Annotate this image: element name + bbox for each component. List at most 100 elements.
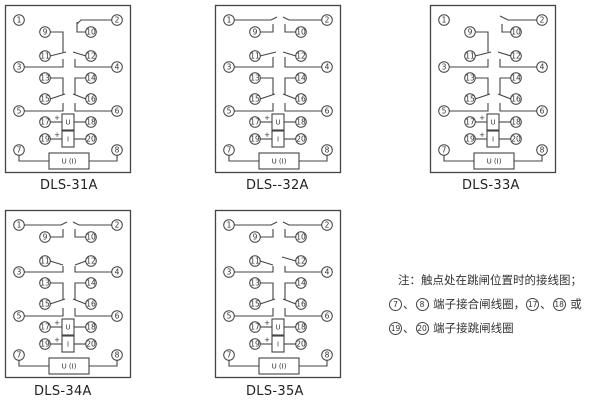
terminal-9: 9	[39, 231, 51, 243]
terminal-label: 12	[86, 257, 96, 266]
terminal-label: 6	[540, 107, 545, 116]
terminal-15: 15	[39, 298, 51, 310]
terminal-label: 10	[86, 233, 96, 242]
plus-sign: +	[264, 131, 270, 139]
terminal-label: 5	[442, 107, 447, 116]
wire-8	[89, 155, 118, 162]
terminal-label: 11	[250, 257, 260, 266]
wire-8	[514, 155, 543, 162]
contact-10-wire	[501, 24, 511, 33]
terminal-12: 12	[85, 255, 97, 267]
plus-sign: +	[479, 131, 485, 139]
terminal-label: 2	[325, 221, 330, 230]
terminal-label: 15	[40, 95, 50, 104]
terminal-16: 16	[85, 93, 97, 105]
terminal-label: 7	[442, 146, 447, 155]
terminal-9: 9	[464, 26, 476, 38]
terminal-label: 18	[86, 323, 96, 332]
terminal-11: 11	[464, 50, 476, 62]
terminal-label: 14	[296, 74, 306, 83]
terminal-label: 4	[540, 63, 545, 72]
terminal-label: 4	[325, 63, 330, 72]
contact-16	[282, 93, 297, 100]
terminal-10: 10	[295, 231, 307, 243]
wire-4	[284, 266, 322, 273]
wire-5	[449, 103, 489, 112]
terminal-label: 20	[296, 340, 306, 349]
wiring-note: 注：触点处在跳闸位置时的接线图； 7、8 端子接合闸线圈，17、18 或 19、…	[388, 268, 600, 340]
hold-coil-label: U (I)	[62, 363, 77, 371]
terminal-19: 19	[464, 133, 476, 145]
terminal-7: 7	[13, 349, 25, 361]
terminal-4: 4	[536, 61, 548, 73]
wire-3	[234, 57, 274, 68]
terminal-9: 9	[249, 231, 261, 243]
terminal-label: 16	[511, 95, 521, 104]
contact-16	[497, 93, 512, 100]
terminal-label: 9	[43, 28, 48, 37]
wire-7	[443, 155, 474, 162]
terminal-circle	[438, 14, 450, 26]
terminal-label: 16	[86, 95, 96, 104]
terminal-12: 12	[295, 50, 307, 62]
terminal-6: 6	[536, 105, 548, 117]
hold-coil-box	[473, 152, 515, 170]
terminal-19: 19	[39, 338, 51, 350]
terminal-15: 15	[464, 93, 476, 105]
terminal-label: 18	[296, 323, 306, 332]
terminal-4: 4	[321, 61, 333, 73]
contact-16	[72, 298, 87, 305]
voltage-coil-box	[61, 318, 75, 336]
terminal-label: 16	[296, 95, 306, 104]
voltage-coil-box	[271, 113, 285, 131]
contact-2	[282, 221, 322, 226]
terminal-label: 20	[86, 340, 96, 349]
terminal-label: 3	[227, 63, 232, 72]
current-coil-label: I	[67, 136, 69, 144]
terminal-11: 11	[249, 50, 261, 62]
terminal-10: 10	[295, 26, 307, 38]
terminal-5: 5	[438, 105, 450, 117]
terminal-label: 19	[250, 340, 260, 349]
voltage-coil-label: U	[65, 119, 70, 127]
terminal-1: 1	[223, 219, 235, 231]
contact-15	[49, 93, 66, 100]
plus-sign: +	[54, 319, 60, 327]
terminal-label: 16	[86, 300, 96, 309]
voltage-coil-label: U	[275, 324, 280, 332]
terminal-label: 6	[115, 312, 120, 321]
terminal-label: 14	[86, 279, 96, 288]
terminal-label: 9	[253, 233, 258, 242]
hold-coil-box	[258, 357, 300, 375]
wire-10	[74, 229, 86, 238]
terminal-17: 17	[464, 116, 476, 128]
terminal-19-symbol: 19	[389, 322, 402, 335]
contact-16	[72, 93, 87, 100]
wire-9	[50, 229, 64, 238]
terminal-label: 14	[296, 279, 306, 288]
terminal-3: 3	[223, 266, 235, 278]
terminal-16: 16	[510, 93, 522, 105]
contact-11	[259, 51, 277, 57]
terminal-label: 12	[86, 52, 96, 61]
contact-12	[74, 260, 87, 266]
wire-10	[284, 229, 296, 238]
caption-dls-34a: DLS-34A	[34, 384, 92, 399]
terminal-label: 2	[115, 16, 120, 25]
terminal-label: 15	[250, 300, 260, 309]
terminal-15: 15	[249, 298, 261, 310]
terminal-2: 2	[321, 219, 333, 231]
note-text-2: 端子接合闸线圈，	[429, 297, 526, 311]
contact-10-wire	[76, 22, 86, 33]
contact-16	[282, 298, 297, 305]
current-coil-box	[271, 130, 285, 148]
wire-3	[24, 59, 64, 68]
hold-coil-label: U (I)	[272, 158, 287, 166]
terminal-label: 4	[115, 268, 120, 277]
terminal-16: 16	[295, 93, 307, 105]
contact-2	[76, 19, 112, 25]
wire-3	[449, 59, 489, 68]
wire-7	[228, 155, 259, 162]
